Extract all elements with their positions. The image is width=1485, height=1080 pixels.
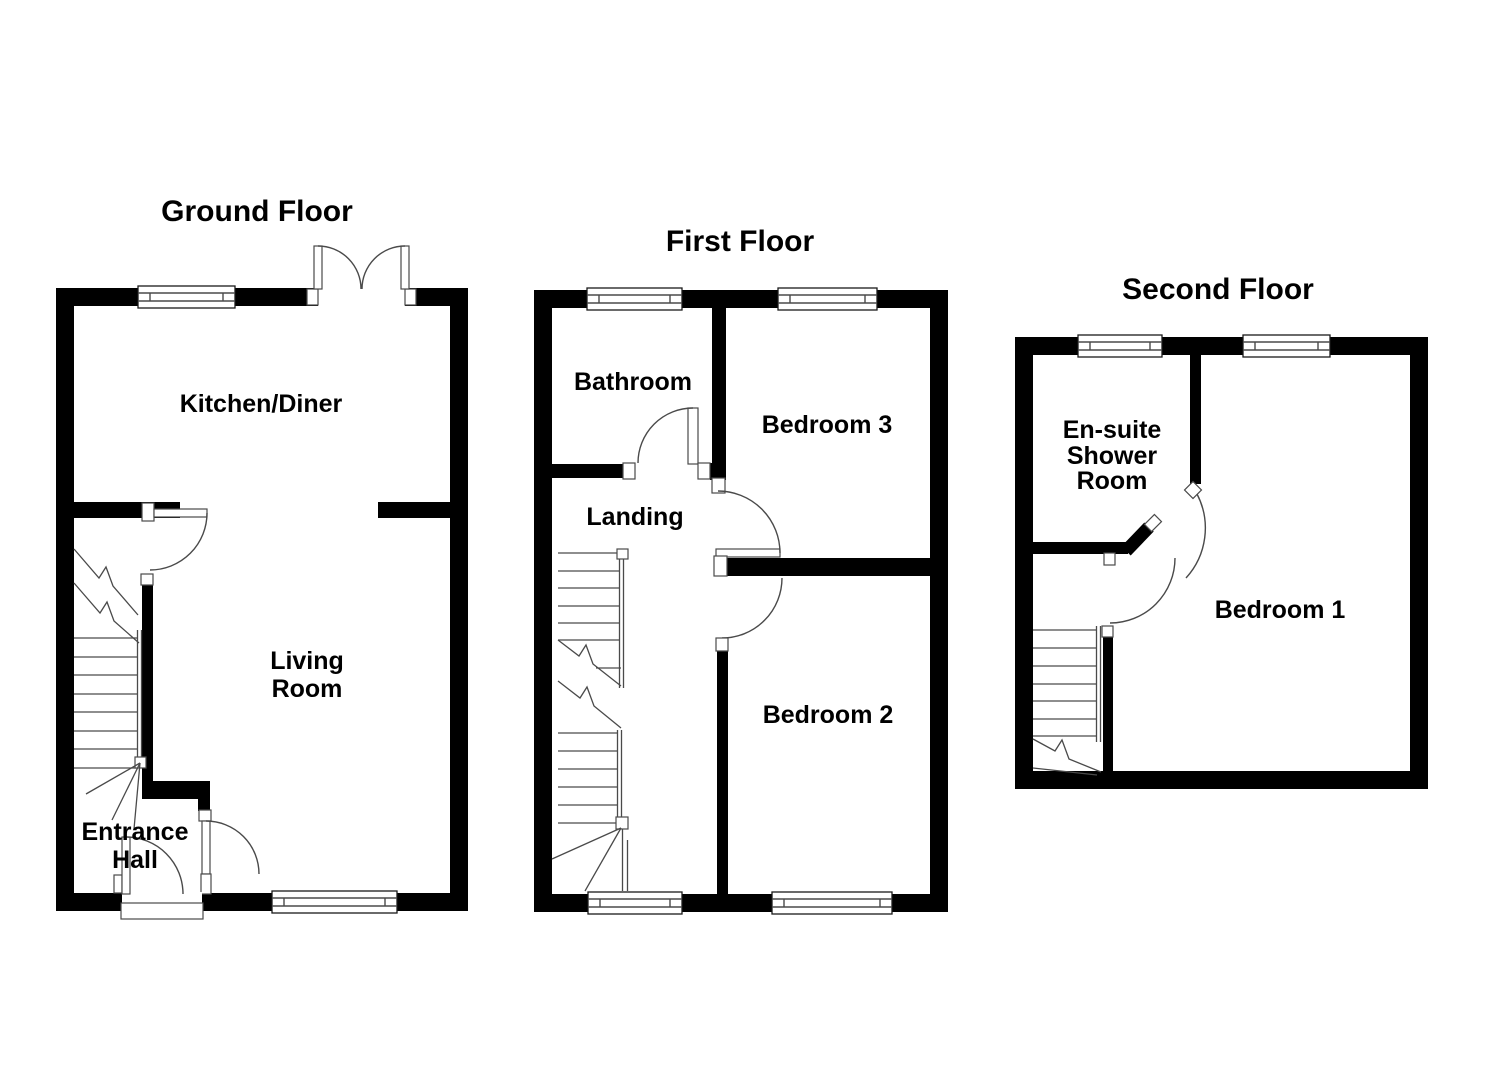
first-floor-title: First Floor [666,225,815,258]
room-label-bathroom: Bathroom [574,368,692,396]
landing-window-symbol [587,891,683,915]
living-room-window-symbol [271,890,398,914]
room-label-bedroom3: Bedroom 3 [762,411,893,439]
first-floor-staircase [551,548,629,892]
bedroom1-window-symbol [1242,334,1331,358]
second-floor-title: Second Floor [1122,273,1314,306]
room-label-kitchen-diner: Kitchen/Diner [180,390,343,418]
room-label-ensuite-line3: Room [1077,467,1148,495]
room-label-ensuite-line2: Shower [1067,442,1158,470]
bathroom-door-swing [622,407,711,480]
living-room-door-swing [198,809,260,895]
second-floor-plan: Second Floor [1015,273,1428,789]
ensuite-door-swing [1143,480,1207,579]
ensuite-window-symbol [1077,334,1163,358]
room-label-entrance-hall-line2: Hall [112,846,158,874]
ground-floor-plan: Ground Floor [56,195,468,920]
french-doors-symbol [306,245,417,307]
kitchen-window-symbol [137,285,236,309]
bedroom2-door-swing [715,577,783,652]
front-door-symbol [113,836,204,920]
bedroom3-door-swing [711,477,781,577]
room-label-living-room-line2: Room [272,675,343,703]
kitchen-door-swing [140,502,208,586]
stairwell-door-swing [1101,552,1176,638]
room-label-living-room-line1: Living [270,647,344,675]
first-floor-plan: First Floor [534,225,948,915]
room-label-bedroom2: Bedroom 2 [763,701,894,729]
bathroom-window-symbol [586,287,683,311]
ground-floor-staircase [73,548,147,830]
bedroom3-window-symbol [777,287,878,311]
bedroom2-window-symbol [771,891,893,915]
room-label-landing: Landing [586,503,683,531]
second-floor-staircase [1032,626,1102,776]
room-label-bedroom1: Bedroom 1 [1215,596,1346,624]
room-label-ensuite-line1: En-suite [1063,416,1162,444]
room-label-entrance-hall-line1: Entrance [82,818,189,846]
second-floor-walls [1015,337,1428,789]
ground-floor-title: Ground Floor [161,195,353,228]
